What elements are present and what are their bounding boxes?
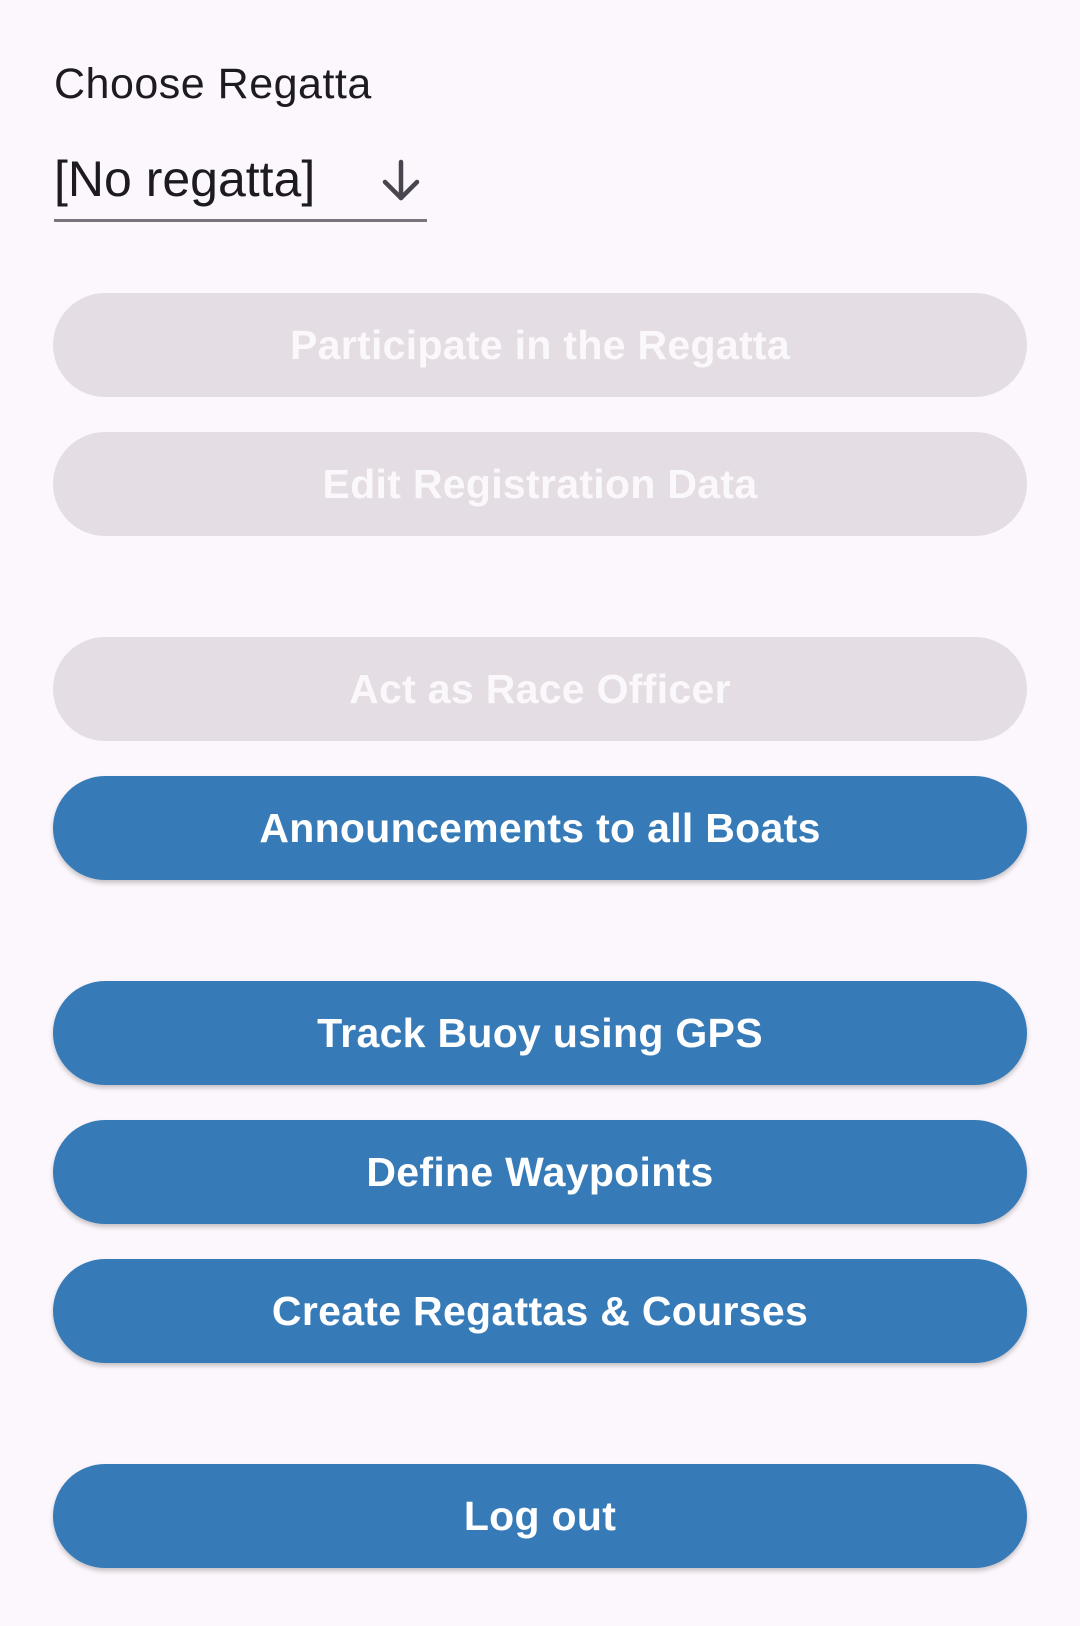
race-officer-button[interactable]: Act as Race Officer (53, 637, 1027, 741)
announcements-button[interactable]: Announcements to all Boats (53, 776, 1027, 880)
edit-registration-button[interactable]: Edit Registration Data (53, 432, 1027, 536)
track-buoy-button[interactable]: Track Buoy using GPS (53, 981, 1027, 1085)
regatta-dropdown[interactable]: [No regatta] (54, 140, 427, 222)
define-waypoints-button[interactable]: Define Waypoints (53, 1120, 1027, 1224)
arrow-down-icon (374, 154, 428, 208)
create-regattas-button[interactable]: Create Regattas & Courses (53, 1259, 1027, 1363)
choose-regatta-label: Choose Regatta (54, 60, 372, 108)
participate-button[interactable]: Participate in the Regatta (53, 293, 1027, 397)
regatta-dropdown-value: [No regatta] (54, 151, 316, 207)
log-out-button[interactable]: Log out (53, 1464, 1027, 1568)
